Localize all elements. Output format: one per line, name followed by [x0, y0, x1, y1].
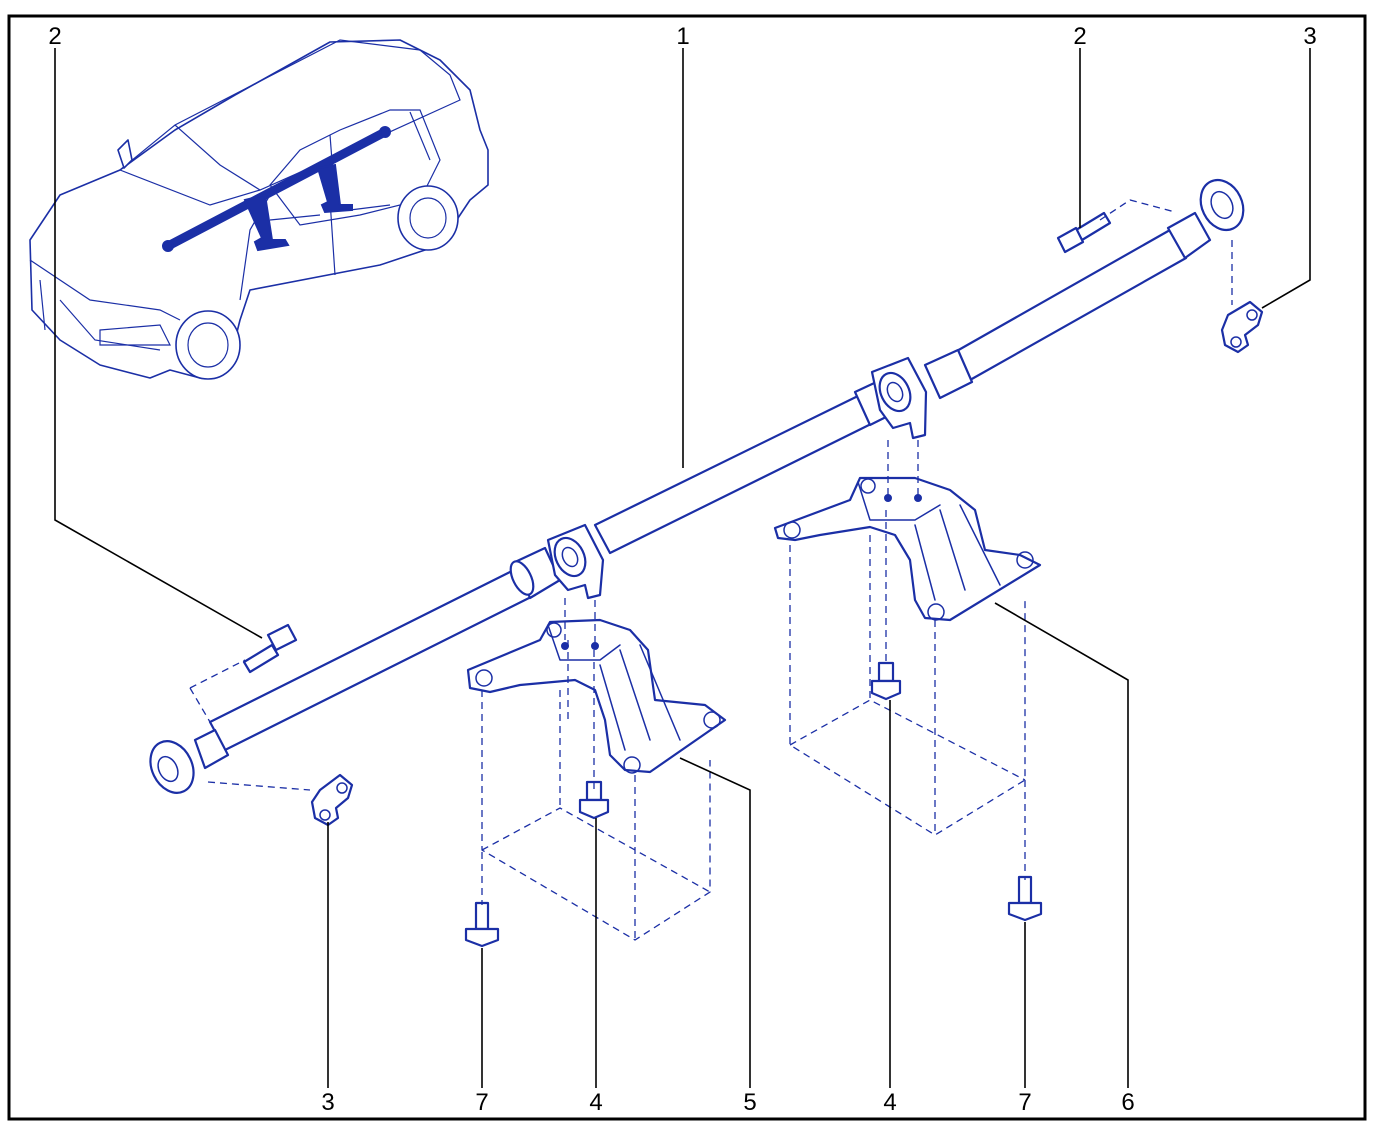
leader-lines — [54, 48, 1311, 1088]
vehicle-locator-illustration — [29, 39, 489, 380]
callout-2-top-right: 2 — [1073, 23, 1086, 50]
retaining-clip-front — [310, 773, 354, 827]
bracket-bolt-rear — [1007, 875, 1043, 922]
callout-3-top-right: 3 — [1303, 23, 1316, 50]
callout-1-top: 1 — [676, 23, 689, 50]
shaft-tube-rear — [953, 228, 1188, 382]
propeller-shaft — [149, 178, 1245, 794]
callout-3-bottom: 3 — [321, 1089, 334, 1116]
support-bracket-front — [466, 618, 727, 774]
callout-2-top-left: 2 — [48, 23, 61, 50]
callout-4-bottom-left: 4 — [589, 1089, 602, 1116]
flange-bolt-front — [242, 623, 298, 674]
callout-6-bottom: 6 — [1121, 1089, 1134, 1116]
front-center-bearing — [546, 523, 605, 600]
bracket-nut-rear — [870, 661, 902, 701]
support-bracket-rear — [773, 476, 1042, 622]
bracket-nut-front — [578, 780, 610, 820]
retaining-clip-rear — [1220, 300, 1264, 354]
front-flange — [149, 740, 195, 794]
bracket-bolt-front — [464, 901, 500, 948]
callout-7-bottom-right: 7 — [1018, 1089, 1031, 1116]
rear-flange — [1199, 178, 1245, 232]
rear-center-bearing — [870, 356, 928, 440]
callout-7-bottom-left: 7 — [475, 1089, 488, 1116]
diagram-frame — [7, 14, 1367, 1121]
highlighted-shaft — [163, 127, 390, 251]
callout-5-bottom: 5 — [743, 1089, 756, 1116]
assembly-dashed-lines — [189, 199, 1233, 941]
callout-4-bottom-right: 4 — [883, 1089, 896, 1116]
callout-labels: 2 1 2 3 3 7 4 5 4 7 6 — [48, 23, 1316, 1116]
